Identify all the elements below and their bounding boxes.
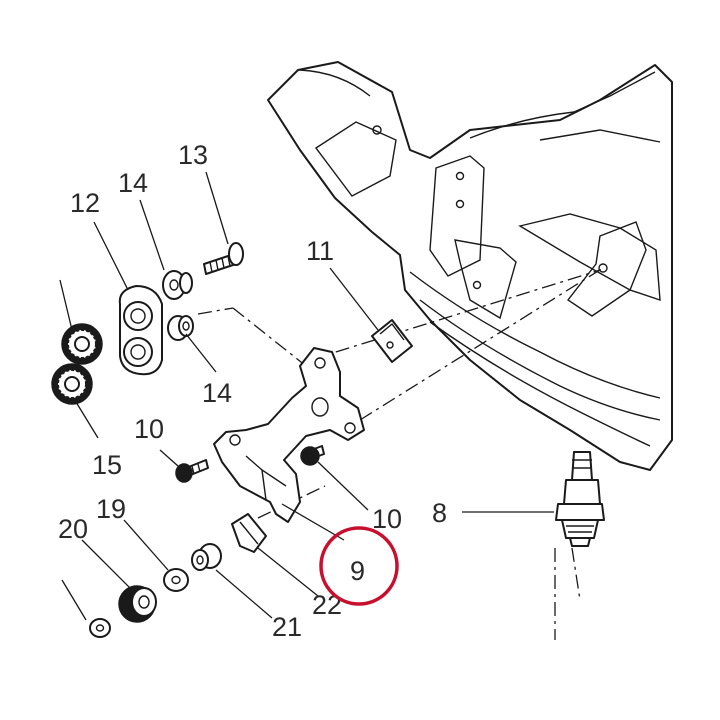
callout-19: 19	[96, 494, 126, 524]
clip-part-22	[231, 513, 267, 553]
alignment-lines	[197, 267, 604, 640]
callout-8: 8	[432, 498, 447, 528]
double-grommet-part-12	[118, 285, 163, 376]
callout-10-left: 10	[134, 414, 164, 444]
washer-part-14-lower	[167, 315, 194, 341]
callout-13: 13	[178, 140, 208, 170]
highlight-circle	[319, 526, 399, 606]
spacer-part-21	[191, 543, 222, 571]
bracket-part-9	[213, 347, 365, 523]
bolt-part-13	[203, 242, 244, 275]
callout-12: 12	[70, 188, 100, 218]
washer-part-19	[163, 568, 189, 592]
screw-part-10-right	[300, 445, 325, 466]
gear-part-15-lower	[51, 363, 93, 405]
spark-plug-part-8	[555, 451, 605, 547]
callout-20: 20	[58, 514, 88, 544]
washer-part-14-upper	[162, 270, 193, 300]
clip-nut-part-11	[371, 319, 413, 363]
grommet-part-20	[89, 585, 157, 638]
leader-lines	[59, 171, 554, 621]
callout-11: 11	[306, 236, 334, 266]
callout-22: 22	[312, 590, 342, 620]
callout-21: 21	[272, 612, 302, 642]
callout-labels: 13 14 12 11 14 10 15 10 8 19 20 9 22 21	[58, 140, 447, 642]
callout-15: 15	[92, 450, 122, 480]
callout-14-lower: 14	[202, 378, 232, 408]
callout-14-upper: 14	[118, 168, 148, 198]
exhaust-frame-assembly	[267, 61, 673, 471]
screw-part-10-left	[175, 459, 209, 483]
gear-part-15-upper	[61, 323, 103, 365]
callout-9: 9	[350, 556, 365, 586]
callout-10-right: 10	[372, 504, 402, 534]
